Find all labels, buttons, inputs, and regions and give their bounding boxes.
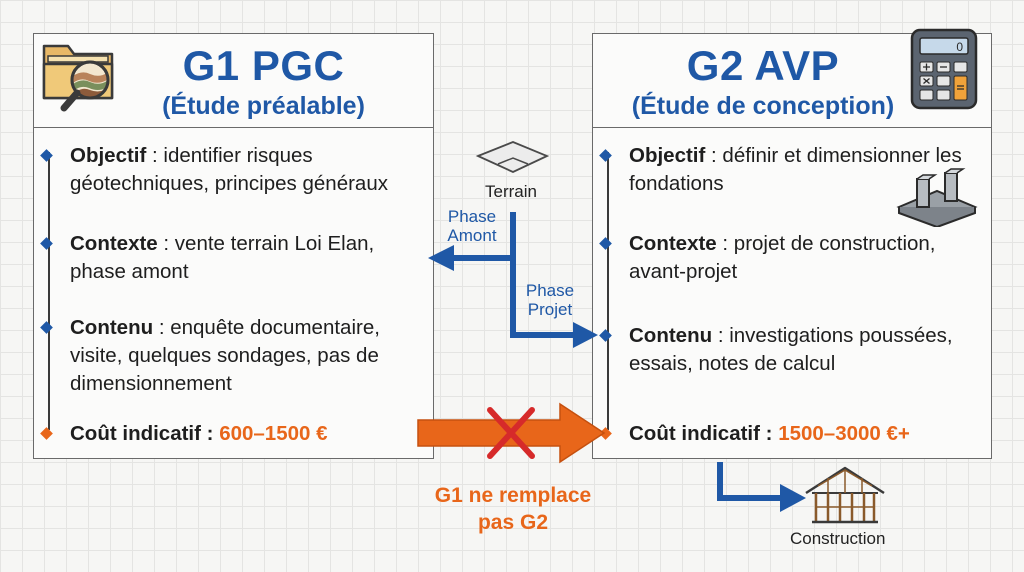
- g1-title: G1 PGC: [182, 42, 345, 89]
- g1-contexte: Contexte : vente terrain Loi Elan, phase…: [40, 230, 420, 286]
- g2-contenu: Contenu : investigations poussées, essai…: [599, 322, 974, 378]
- g2-timeline: [607, 152, 609, 430]
- g1-card-header: G1 PGC (Étude préalable): [34, 34, 433, 128]
- g1-cout: Coût indicatif : 600–1500 €: [40, 420, 420, 448]
- g2-card-header: 0 G2 AVP (Étude de conception): [593, 28, 991, 128]
- terrain-label: Terrain: [485, 182, 537, 201]
- g2-title: G2 AVP: [686, 42, 840, 89]
- phase-projet-arrow: [510, 258, 598, 348]
- foundation-icon: [893, 167, 981, 227]
- terrain-icon: [475, 141, 550, 173]
- g1-subtitle: (Étude préalable): [162, 92, 365, 120]
- g2-cout: Coût indicatif : 1500–3000 €+: [599, 420, 974, 448]
- g1-objectif: Objectif : identifier risques géotechniq…: [40, 142, 420, 198]
- svg-text:0: 0: [956, 40, 963, 54]
- g2-card: 0 G2 AVP (Étude de conception): [592, 28, 992, 459]
- construction-house-icon: [805, 466, 885, 524]
- folder-magnifier-icon: [38, 28, 126, 116]
- g2-contexte: Contexte : projet de construction, avant…: [599, 230, 974, 286]
- cross-icon: [487, 407, 535, 459]
- g1-timeline: [48, 152, 50, 430]
- g2-objectif: Objectif : définir et dimensionner les f…: [599, 142, 974, 198]
- g2-subtitle: (Étude de conception): [631, 92, 895, 120]
- calculator-icon: 0: [908, 26, 980, 114]
- construction-label: Construction: [790, 529, 886, 548]
- construction-arrow: [717, 462, 806, 512]
- g1-card: G1 PGC (Étude préalable) Objectif : iden…: [33, 33, 434, 459]
- g1-contenu: Contenu : enquête documentaire, visite, …: [40, 314, 420, 398]
